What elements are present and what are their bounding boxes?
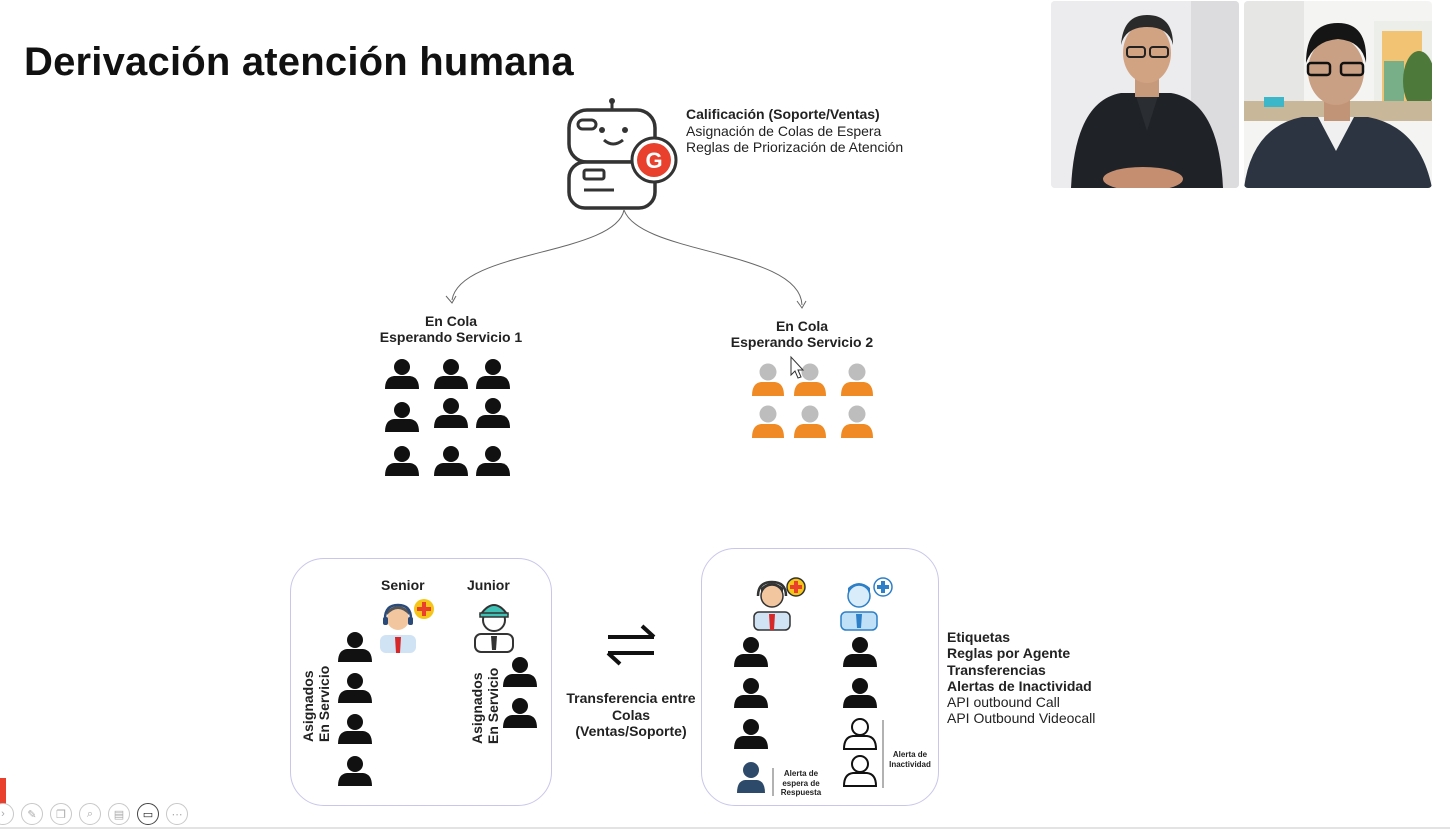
inactivity-alert-line-2: Inactividad [889,759,931,769]
person-icon [734,637,768,667]
queue-1-label: En Cola Esperando Servicio 1 [373,313,529,345]
person-icon [734,719,768,749]
feature-item: Alertas de Inactividad [947,677,1092,694]
zoom-icon[interactable]: ⌕ [79,803,101,825]
bot-info-line-2: Asignación de Colas de Espera [686,122,882,139]
feature-item: Transferencias [947,661,1046,678]
presentation-toolbar: › ✎ ❐ ⌕ ▤ ▭ ⋯ [0,803,188,825]
response-alert-line-3: Respuesta [780,788,822,797]
feature-item: Reglas por Agente [947,645,1071,662]
junior-label: Junior [467,577,510,593]
agents-panel-right [701,548,939,806]
features-list: Etiquetas Reglas por Agente Transferenci… [947,629,1095,727]
queue-2-label-line-1: En Cola [775,318,829,334]
bot-info-line-3: Reglas de Priorización de Atención [686,139,904,155]
person-icon [734,678,768,708]
transfer-arrows-icon [604,622,658,673]
person-icon [843,678,877,708]
transfer-label-line-1: Transferencia entre [566,690,696,706]
feature-item: API outbound Call [947,694,1060,711]
agent-senior-icon [378,597,436,660]
bottom-divider [0,827,1450,829]
transfer-label-line-3: (Ventas/Soporte) [575,723,687,739]
feature-item: Etiquetas [947,629,1011,645]
transfer-label-line-2: Colas [611,706,651,723]
agent-senior-icon [752,576,808,637]
cursor-icon [790,355,805,379]
bot-info: Calificación (Soporte/Ventas) Asignación… [686,106,903,156]
inactivity-alert-line-1: Alerta de [892,750,928,759]
pen-icon[interactable]: ✎ [21,803,43,825]
response-alert-line-2: espera de [782,778,820,788]
slide-title: Derivación atención humana [24,40,574,84]
copy-icon[interactable]: ❐ [50,803,72,825]
response-alert-label: Alerta de espera de Respuesta [775,769,827,798]
inactivity-alert-label: Alerta de Inactividad [885,750,935,769]
subtitles-icon[interactable]: ▤ [108,803,130,825]
person-icon [843,755,877,787]
person-icon [843,718,877,750]
bot-info-line-1: Calificación (Soporte/Ventas) [686,106,880,122]
transfer-label: Transferencia entre Colas (Ventas/Soport… [560,690,702,740]
queue-1-label-line-2: Esperando Servicio 1 [379,329,523,345]
svg-text:G: G [645,148,662,173]
person-icon [737,762,765,793]
camera-icon[interactable]: ▭ [137,803,159,825]
queue-2-label-line-2: Esperando Servicio 2 [730,334,874,350]
brand-logo-fragment [0,778,6,804]
queue-2-label: En Cola Esperando Servicio 2 [724,318,880,350]
feature-item: API Outbound Videocall [947,710,1096,727]
agent-junior-icon [839,576,895,637]
robot-icon: G [562,98,682,218]
video-tile-participant-1[interactable] [1051,1,1239,188]
queue-1-label-line-1: En Cola [424,313,478,329]
person-icon [843,637,877,667]
agent-junior-icon [472,596,518,659]
more-icon[interactable]: ⋯ [166,803,188,825]
senior-label: Senior [381,577,425,593]
laser-icon[interactable]: › [0,803,14,825]
video-tile-participant-2[interactable] [1244,1,1432,188]
response-alert-line-1: Alerta de [783,769,819,778]
